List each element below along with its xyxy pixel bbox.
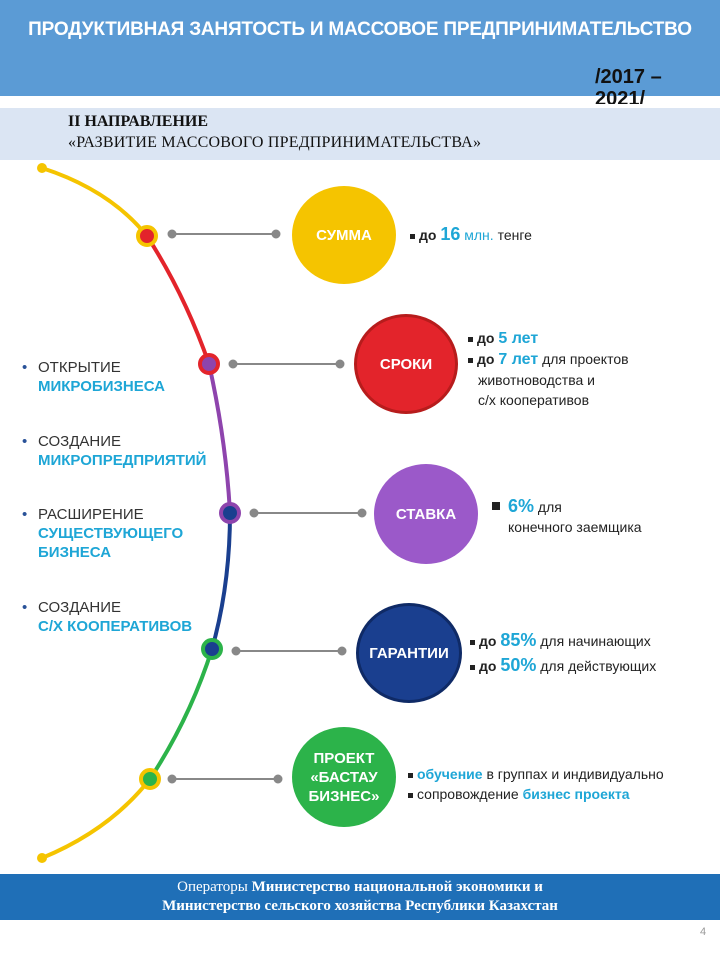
bullet-icon: • — [22, 359, 28, 376]
circle-sroki: СРОКИ — [354, 314, 458, 414]
info-project: обучение в группах и индивидуально сопро… — [408, 764, 664, 804]
bullet-icon — [492, 502, 500, 510]
arc-segment-red — [145, 234, 211, 365]
node-summa — [136, 225, 158, 247]
left-item-microenterprises: • СОЗДАНИЕ МИКРОПРЕДПРИЯТИЙ — [22, 433, 207, 469]
bullet-icon — [468, 357, 473, 363]
arc-segment-yellow-top — [41, 166, 149, 238]
info-summa: до 16 млн. тенге — [410, 224, 532, 245]
header-bar — [0, 0, 720, 96]
direction-band — [0, 108, 720, 160]
info-sroki: до 5 лет до 7 лет для проектов животново… — [468, 328, 629, 410]
arc-end-dot-bottom — [37, 853, 47, 863]
circle-stavka: СТАВКА — [374, 464, 478, 564]
page-number: 4 — [700, 926, 707, 938]
left-item-expansion: • РАСШИРЕНИЕ СУЩЕСТВУЮЩЕГО БИЗНЕСА — [22, 506, 184, 561]
bullet-icon — [470, 639, 475, 645]
bullet-icon: • — [22, 506, 28, 523]
bullet-icon — [410, 233, 415, 239]
arc-end-dot-top — [37, 163, 47, 173]
bullet-icon: • — [22, 433, 28, 450]
footer-operators: Операторы Министерство национальной экон… — [0, 874, 720, 920]
arc-segment-purple — [207, 363, 232, 514]
bullet-icon — [408, 792, 413, 798]
node-garantii — [201, 638, 223, 660]
bullet-icon — [408, 772, 413, 778]
circle-project: ПРОЕКТ «БАСТАУ БИЗНЕС» — [292, 727, 396, 827]
info-stavka: 6% для конечного заемщика — [492, 496, 642, 537]
node-stavka — [219, 502, 241, 524]
arc-segment-blue — [210, 512, 232, 650]
circle-summa: СУММА — [292, 186, 396, 284]
bullet-icon — [470, 664, 475, 670]
left-item-microbusiness: • ОТКРЫТИЕ МИКРОБИЗНЕСА — [22, 359, 165, 395]
direction-subtitle: «РАЗВИТИЕ МАССОВОГО ПРЕДПРИНИМАТЕЛЬСТВА» — [68, 134, 482, 151]
circle-garantii: ГАРАНТИИ — [356, 603, 462, 703]
page-title: ПРОДУКТИВНАЯ ЗАНЯТОСТЬ И МАССОВОЕ ПРЕДПР… — [28, 19, 692, 40]
arc-segment-green — [148, 648, 214, 781]
bullet-icon — [468, 336, 473, 342]
period-label: /2017 – 2021/ — [595, 66, 662, 104]
direction-title: II НАПРАВЛЕНИЕ — [68, 113, 208, 130]
info-garantii: до 85% для начинающих до 50% для действу… — [470, 630, 656, 676]
node-sroki — [198, 353, 220, 375]
node-project — [139, 768, 161, 790]
bullet-icon: • — [22, 599, 28, 616]
left-item-cooperatives: • СОЗДАНИЕ С/Х КООПЕРАТИВОВ — [22, 599, 193, 635]
arc-segment-yellow-bottom — [41, 777, 152, 860]
